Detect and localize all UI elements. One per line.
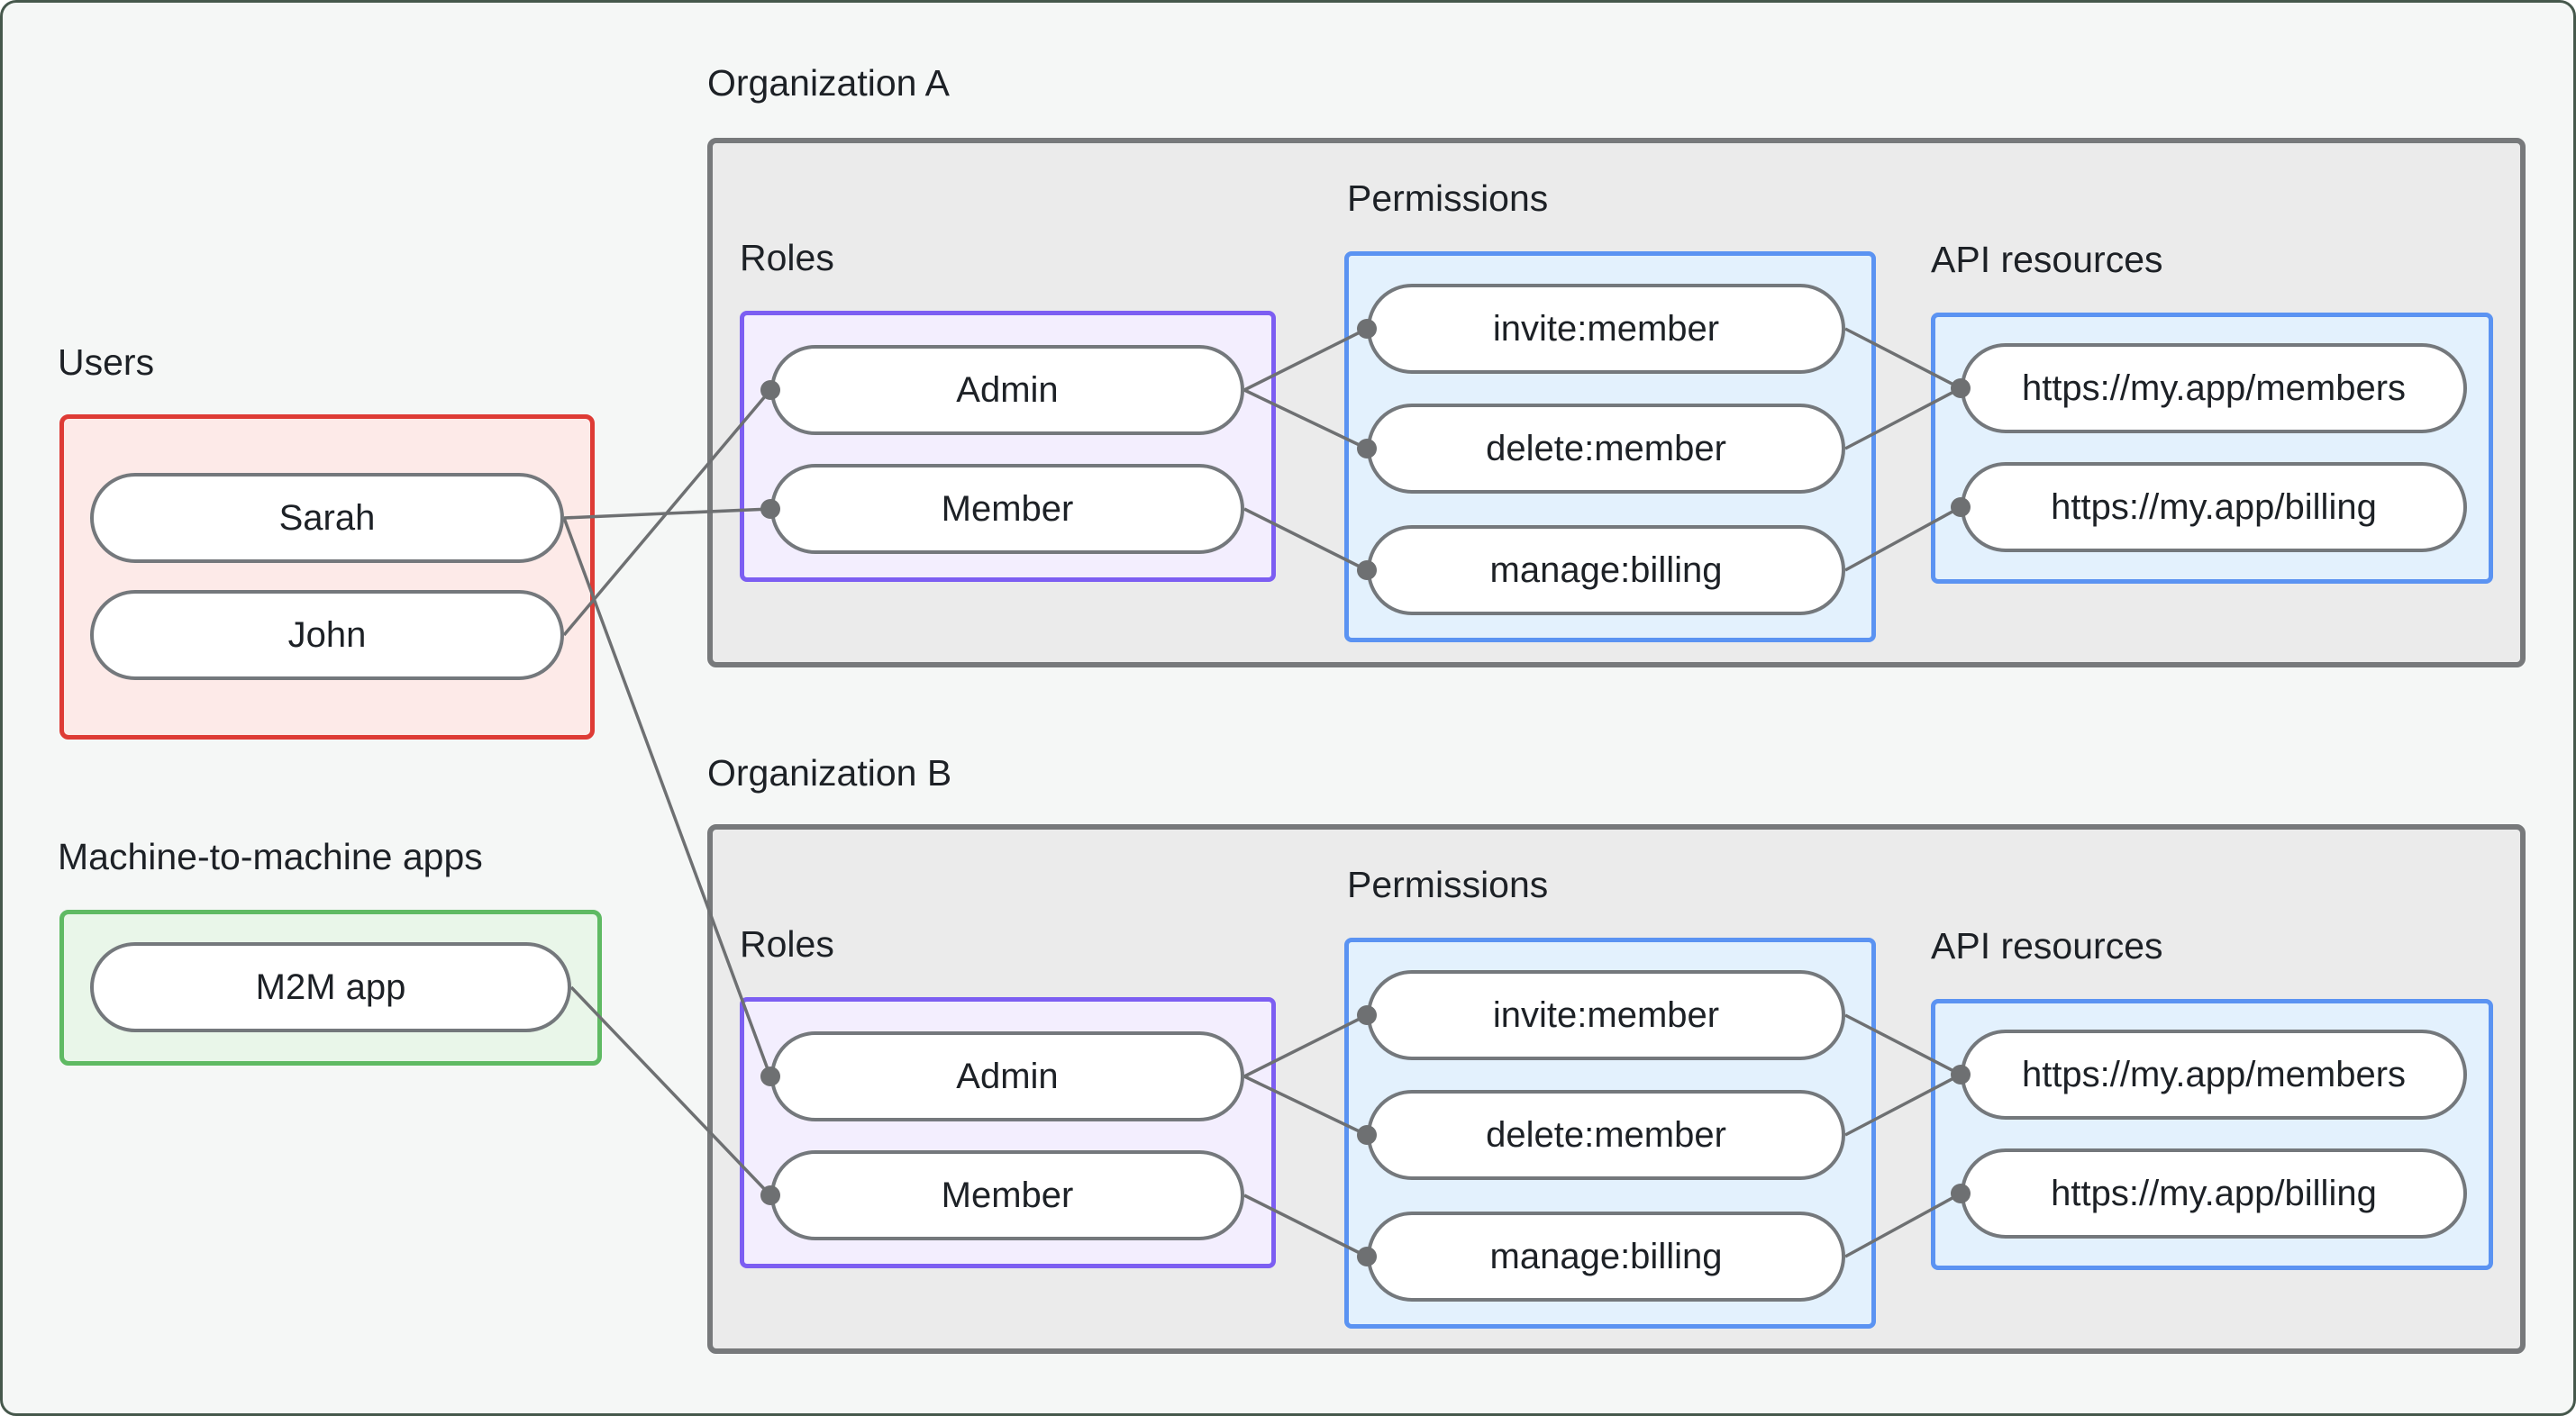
node-john: John bbox=[90, 590, 564, 680]
node-org-a-invite-member: invite:member bbox=[1367, 284, 1845, 374]
node-org-b-billing-api: https://my.app/billing bbox=[1961, 1148, 2467, 1239]
node-org-a-members-api: https://my.app/members bbox=[1961, 343, 2467, 433]
node-org-b-delete-member: delete:member bbox=[1367, 1090, 1845, 1180]
node-sarah: Sarah bbox=[90, 473, 564, 563]
node-org-b-manage-billing: manage:billing bbox=[1367, 1212, 1845, 1302]
org-b-permissions-label: Permissions bbox=[1347, 864, 1549, 905]
users-group-label: Users bbox=[58, 341, 155, 383]
org-b-roles-label: Roles bbox=[740, 923, 834, 965]
node-org-a-admin: Admin bbox=[770, 345, 1244, 435]
org-a-roles-label: Roles bbox=[740, 237, 834, 278]
users-box bbox=[59, 414, 595, 740]
node-m2m-app: M2M app bbox=[90, 942, 571, 1032]
org-a-permissions-label: Permissions bbox=[1347, 177, 1549, 219]
node-org-b-members-api: https://my.app/members bbox=[1961, 1030, 2467, 1120]
node-org-a-member: Member bbox=[770, 464, 1244, 554]
node-org-a-delete-member: delete:member bbox=[1367, 404, 1845, 494]
node-org-b-admin: Admin bbox=[770, 1031, 1244, 1121]
organization-b-label: Organization B bbox=[707, 752, 952, 794]
m2m-group-label: Machine-to-machine apps bbox=[58, 836, 483, 877]
node-org-a-billing-api: https://my.app/billing bbox=[1961, 462, 2467, 552]
node-org-b-invite-member: invite:member bbox=[1367, 970, 1845, 1060]
node-org-b-member: Member bbox=[770, 1150, 1244, 1240]
org-b-api-resources-label: API resources bbox=[1931, 925, 2163, 967]
org-a-api-resources-label: API resources bbox=[1931, 239, 2163, 280]
organization-a-label: Organization A bbox=[707, 62, 950, 104]
node-org-a-manage-billing: manage:billing bbox=[1367, 525, 1845, 615]
